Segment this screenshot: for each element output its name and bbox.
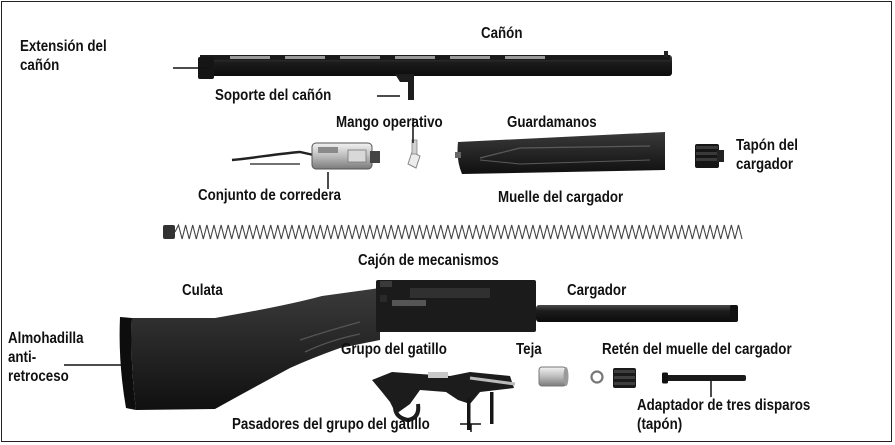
label-barrel: Cañón bbox=[481, 25, 523, 42]
label-trigger-group: Grupo del gatillo bbox=[341, 341, 447, 358]
label-bolt-assembly: Conjunto de corredera bbox=[198, 187, 341, 204]
o-ring bbox=[590, 370, 604, 384]
label-tile: Teja bbox=[516, 341, 542, 358]
label-receiver: Cajón de mecanismos bbox=[358, 252, 499, 269]
trigger-group bbox=[372, 372, 516, 423]
label-forend: Guardamanos bbox=[507, 114, 597, 131]
label-three-shot-adapter: Adaptador de tres disparos (tapón) bbox=[637, 397, 811, 433]
label-recoil-pad: Almohadilla anti- retroceso bbox=[8, 330, 84, 385]
tile bbox=[538, 366, 569, 387]
forend bbox=[455, 132, 665, 174]
label-magazine-tube: Cargador bbox=[567, 282, 627, 299]
trigger-group-pins bbox=[467, 392, 494, 430]
label-operating-handle: Mango operativo bbox=[336, 114, 443, 131]
magazine-cap bbox=[695, 144, 724, 168]
stock-and-receiver bbox=[119, 280, 738, 410]
bolt-assembly bbox=[231, 142, 380, 170]
magazine-spring bbox=[163, 223, 743, 240]
leader-lines bbox=[64, 67, 712, 432]
magazine-spring-retainer bbox=[613, 368, 636, 388]
three-shot-adapter bbox=[662, 372, 746, 384]
label-magazine-cap: Tapón del cargador bbox=[736, 137, 798, 173]
label-magazine-spring-retainer: Retén del muelle del cargador bbox=[602, 341, 792, 358]
operating-handle bbox=[407, 139, 421, 169]
label-trigger-group-pins: Pasadores del grupo del gatillo bbox=[232, 416, 430, 433]
label-barrel-extension: Extensión del cañón bbox=[20, 38, 107, 74]
label-magazine-spring: Muelle del cargador bbox=[498, 189, 624, 206]
label-barrel-support: Soporte del cañón bbox=[215, 87, 332, 104]
label-stock: Culata bbox=[182, 282, 223, 299]
